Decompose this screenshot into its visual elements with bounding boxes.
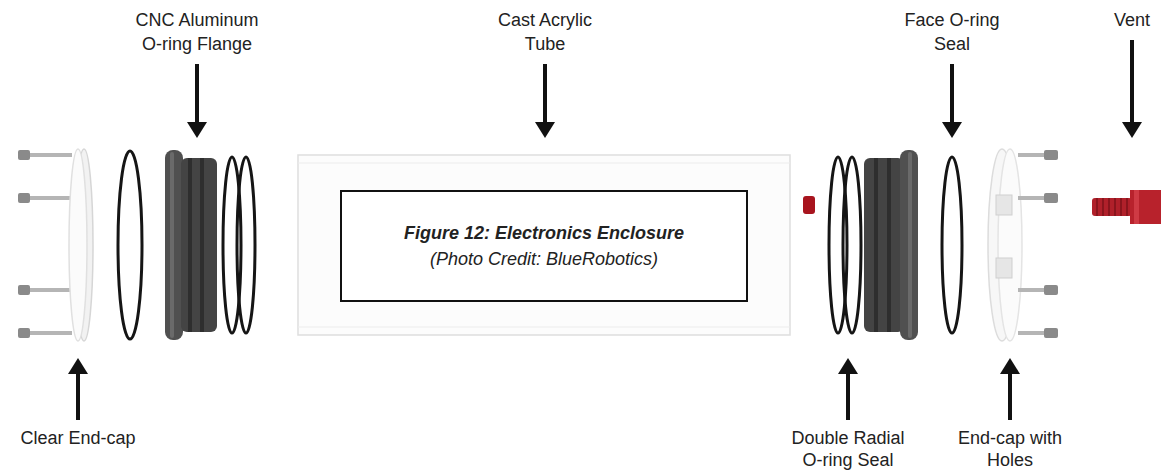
part-label: Clear End-cap [8, 427, 148, 449]
acrylic-tube [298, 155, 790, 335]
aluminum-flange-right [864, 150, 918, 340]
o-ring [942, 157, 962, 333]
o-ring [237, 157, 255, 333]
part-label: Face O-ring Seal [895, 8, 1009, 56]
vent-plug [803, 196, 815, 214]
caption-box: Figure 12: Electronics Enclosure(Photo C… [340, 190, 748, 302]
figure-title: Figure 12: Electronics Enclosure [404, 220, 684, 246]
leader-arrows [68, 40, 1142, 420]
part-label: Cast Acrylic Tube [486, 8, 604, 56]
clear-end-cap [69, 149, 93, 341]
screws-right [1018, 150, 1058, 338]
part-label: Vent [1102, 8, 1161, 32]
o-ring [843, 157, 861, 333]
end-cap-with-holes [988, 149, 1022, 341]
aluminum-flange-left [165, 150, 217, 340]
screws-left [18, 150, 72, 338]
part-label: Double Radial O-ring Seal [782, 427, 914, 471]
vent-bolt [1092, 190, 1161, 224]
part-label: CNC Aluminum O-ring Flange [128, 8, 266, 56]
part-label: End-cap with Holes [948, 427, 1072, 471]
o-ring [118, 151, 142, 339]
photo-credit: (Photo Credit: BlueRobotics) [430, 246, 658, 272]
